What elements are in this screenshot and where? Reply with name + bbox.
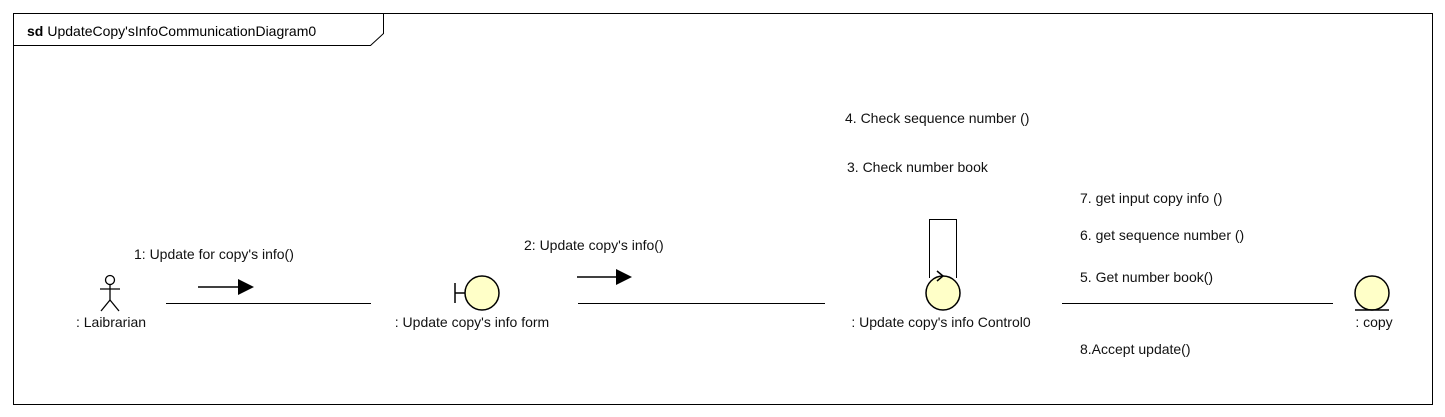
- control-icon: [925, 270, 961, 311]
- message-label-4: 4. Check sequence number (): [845, 110, 1029, 126]
- self-link-control: [929, 219, 957, 278]
- control-label: : Update copy's info Control0: [851, 314, 1031, 330]
- boundary-icon: [454, 275, 500, 311]
- message-label-6: 6. get sequence number (): [1080, 227, 1244, 243]
- frame-title-tab: [13, 13, 384, 46]
- message-label-7: 7. get input copy info (): [1080, 190, 1222, 206]
- message-label-8: 8.Accept update(): [1080, 341, 1191, 357]
- message-label-1: 1: Update for copy's info(): [134, 246, 294, 262]
- message-label-3: 3. Check number book: [847, 159, 989, 175]
- entity-icon: [1354, 275, 1390, 311]
- boundary-label: : Update copy's info form: [395, 314, 549, 330]
- actor-icon: [100, 274, 120, 312]
- message-arrow-2: [577, 269, 632, 285]
- message-arrow-1: [198, 279, 254, 295]
- entity-label: : copy: [1355, 314, 1392, 330]
- message-label-5: 5. Get number book(): [1080, 269, 1213, 285]
- diagram-frame: [13, 13, 1433, 405]
- message-label-2: 2: Update copy's info(): [524, 237, 664, 253]
- actor-label: : Laibrarian: [76, 314, 146, 330]
